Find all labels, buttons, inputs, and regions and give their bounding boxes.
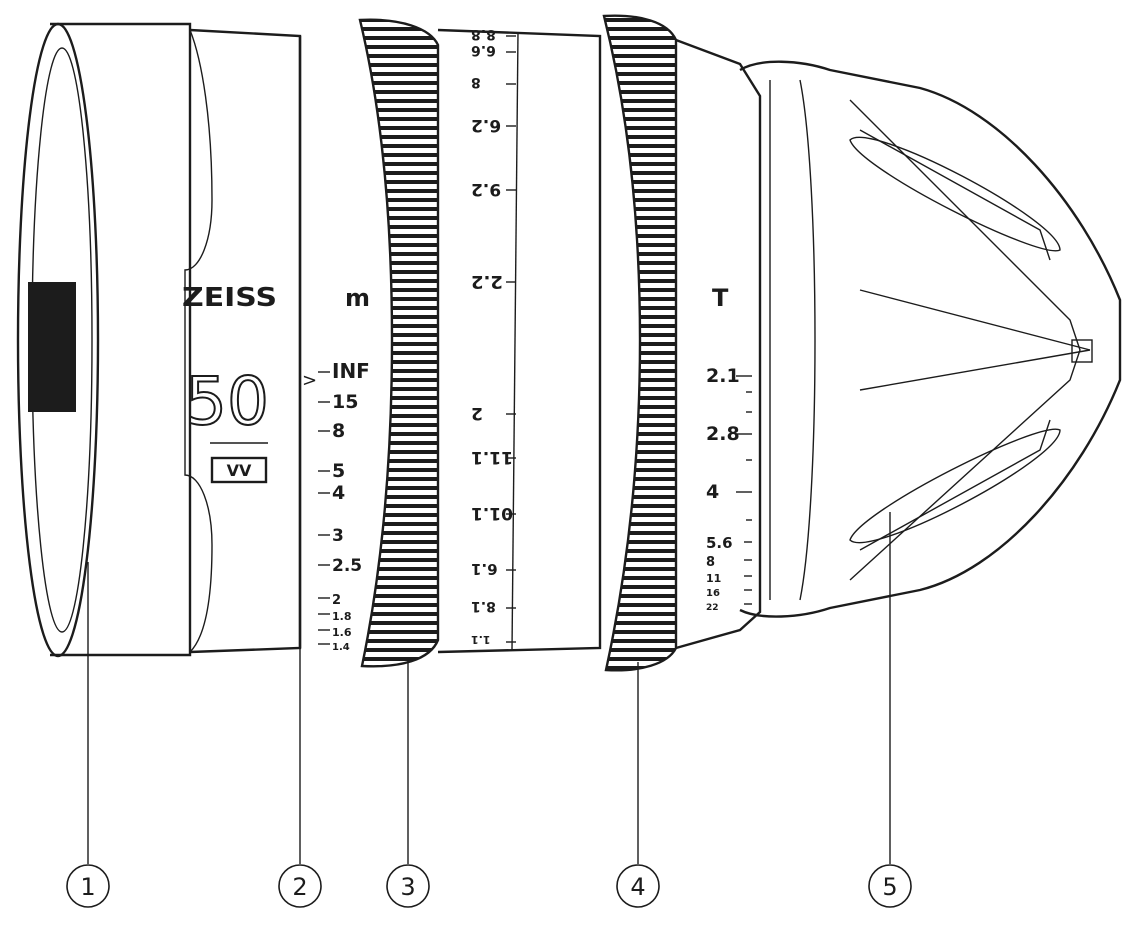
focus-scale-mark: 3: [332, 526, 344, 546]
rear-focus-scale-mark: 01.1: [471, 503, 513, 523]
rear-focus-scale-mark: 6.2: [471, 115, 501, 135]
focus-scale-mark: 8: [332, 420, 345, 442]
rear-focus-scale-mark: 6.6: [471, 42, 496, 58]
callout-number: 5: [882, 873, 897, 901]
focus-scale-mark: 15: [332, 391, 358, 413]
callout-circle: [386, 864, 430, 908]
callout-circle: [868, 864, 912, 908]
iris-scale-mark: 11: [706, 572, 721, 585]
iris-scale-mark: 16: [706, 588, 720, 599]
iris-scale-mark: 5.6: [706, 534, 733, 552]
callout-number: 2: [292, 873, 307, 901]
focus-scale-mark: INF: [332, 359, 370, 383]
lens-cap: [16, 22, 192, 658]
iris-scale-ring: T 2.1 2.8 4 5.6 8 11 16 22: [675, 38, 762, 650]
callout-circle: [278, 864, 322, 908]
focus-scale-mark: 2: [332, 593, 341, 608]
callout-circle: [66, 864, 110, 908]
callout-number: 1: [80, 873, 95, 901]
rear-focus-scale-mark: 9.2: [471, 179, 501, 199]
rear-focus-scale-mark: 8.8: [471, 26, 496, 42]
focus-scale-mark: 5: [332, 460, 345, 482]
focus-gear-ring: [358, 18, 440, 668]
iris-scale-mark: 2.8: [706, 423, 740, 445]
rear-focus-scale-mark: 8: [471, 74, 481, 90]
cap-logo-emboss: [28, 282, 76, 412]
iris-scale-unit: T: [712, 284, 729, 312]
rear-focus-scale-mark: 1.1: [471, 633, 491, 646]
focus-scale-ring: m INF 15 8 54 3 2.5 2 1.8 1.6 1.4: [298, 36, 370, 653]
focus-scale-mark: 1.4: [332, 642, 350, 653]
callout-number: 3: [400, 873, 415, 901]
rear-focus-scale-mark: 2: [471, 403, 483, 423]
iris-scale-mark: 4: [706, 481, 719, 503]
iris-scale-mark: 8: [706, 555, 715, 570]
rear-focus-scale-mark: 8.1: [471, 598, 496, 614]
focus-scale-mark: 1.6: [332, 626, 352, 639]
rear-focus-scale-mark: 2.2: [471, 271, 503, 292]
rear-focus-scale-mark: 6.1: [471, 560, 498, 578]
rear-focus-scale: 8.86.6 8 6.2 9.2 2.2 2 11.1 01.1 6.1 8.1 1.1: [437, 26, 602, 654]
format-badge-text: VV: [227, 461, 252, 480]
iris-scale-mark: 2.1: [706, 365, 740, 387]
rear-cap: [739, 60, 1122, 618]
focal-length-label: 50: [185, 363, 269, 440]
iris-scale-mark: 22: [706, 603, 719, 613]
iris-gear-ring: [602, 14, 678, 672]
focus-index-mark: >: [302, 370, 317, 391]
focus-scale-mark: 2.5: [332, 556, 362, 576]
brand-label: ZEISS: [182, 283, 277, 313]
format-badge: [210, 456, 268, 484]
callout-circle: [616, 864, 660, 908]
rear-focus-scale-mark: 11.1: [471, 447, 513, 467]
focus-scale-mark: 1.8: [332, 610, 352, 623]
callout-number: 4: [630, 873, 645, 901]
focus-scale-unit: m: [345, 284, 370, 312]
focus-scale-mark: 4: [332, 482, 345, 504]
front-barrel: ZEISS 50 VV >: [182, 28, 317, 654]
